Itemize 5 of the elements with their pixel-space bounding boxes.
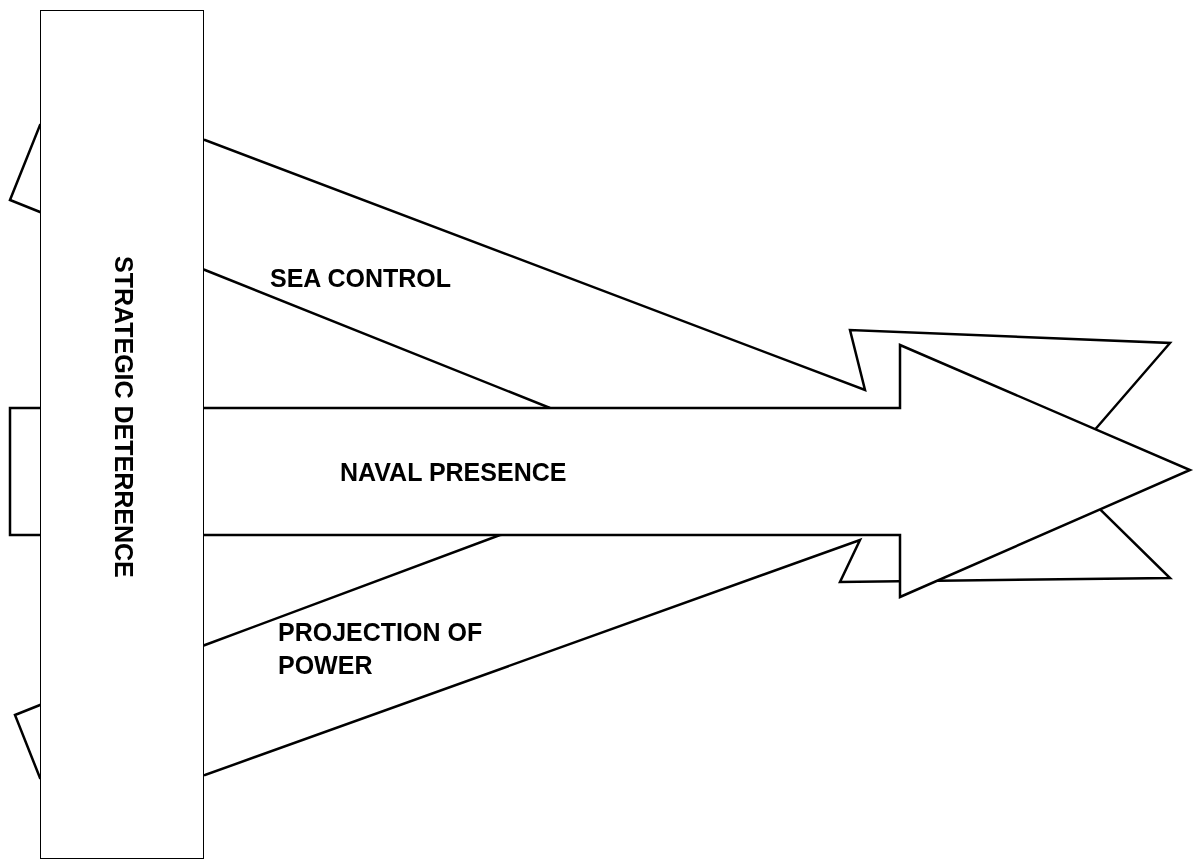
arrow-label: NAVAL PRESENCE xyxy=(340,457,568,488)
arrow-label: PROJECTION OF POWER xyxy=(278,617,484,681)
arrow-label: SEA CONTROL xyxy=(270,263,453,294)
bar-label: STRATEGIC DETERRENCE xyxy=(108,256,139,578)
vertical-bar xyxy=(40,10,204,859)
